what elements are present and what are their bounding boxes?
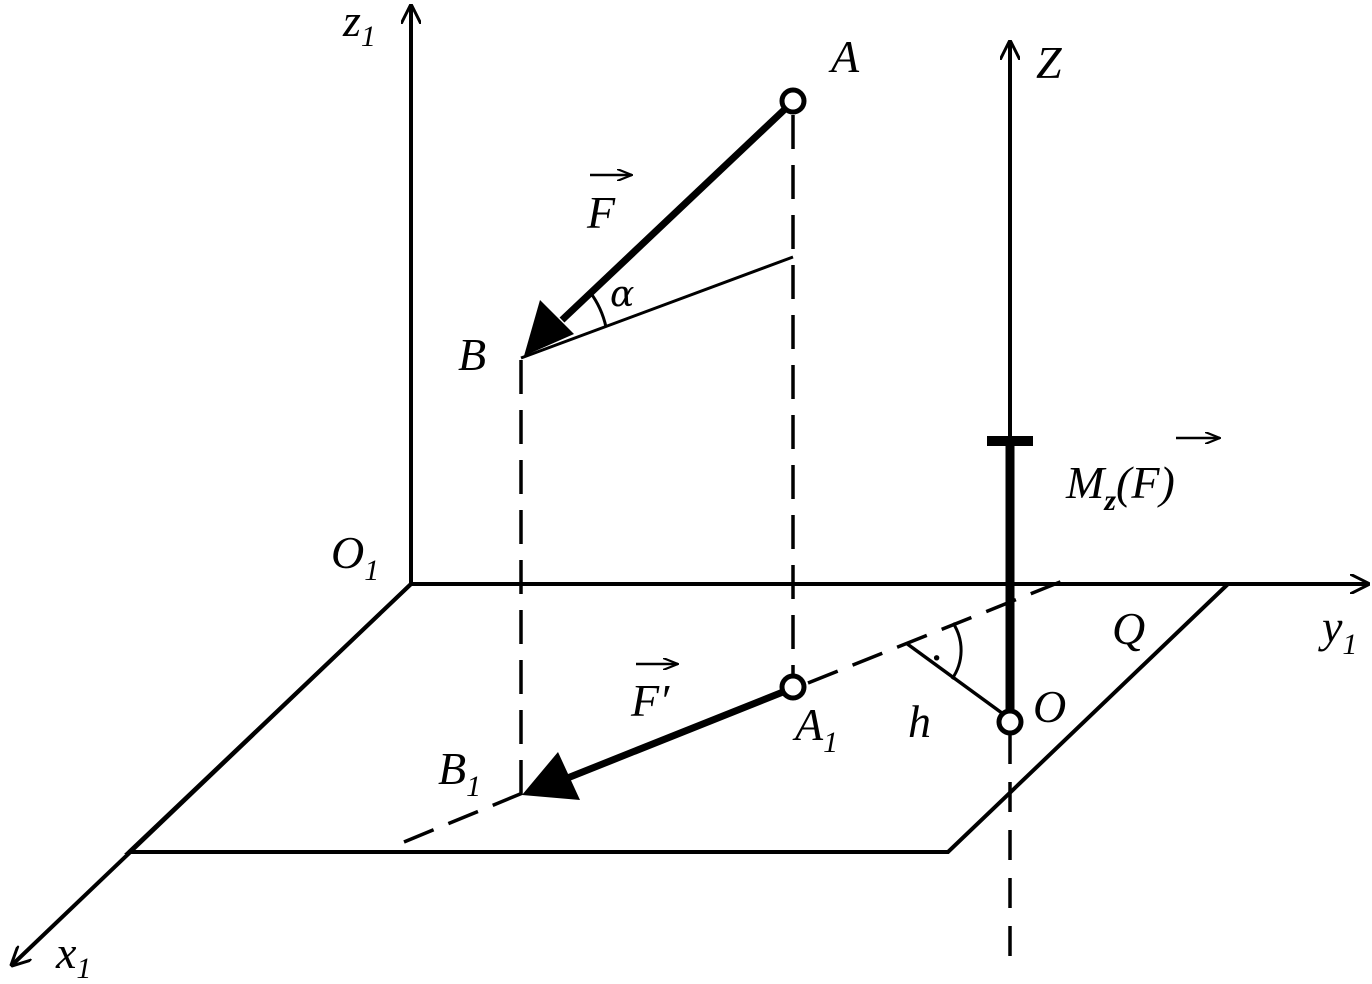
label-point-b1: B1 [438, 743, 481, 803]
label-angle-alpha: α [610, 274, 634, 315]
label-force-f: F [586, 175, 632, 238]
label-force-f-proj: F′ [630, 664, 678, 726]
label-x1: x1 [55, 927, 91, 984]
right-angle-dot: . [932, 619, 944, 670]
label-point-a: A [828, 31, 860, 82]
label-z: Z [1036, 37, 1062, 88]
line-of-action-lower [403, 790, 526, 844]
svg-text:F′: F′ [630, 675, 670, 726]
x1-axis [12, 582, 413, 965]
force-f-proj-arrowhead [522, 752, 580, 800]
force-f-proj-vector [563, 688, 785, 783]
label-point-o: O [1033, 681, 1066, 732]
point-a1-marker [779, 673, 807, 701]
label-point-a1: A1 [792, 699, 838, 759]
label-plane-q: Q [1112, 603, 1145, 654]
force-f-vector [559, 107, 787, 323]
label-arm-h: h [908, 696, 931, 747]
label-y1: y1 [1318, 601, 1357, 661]
horizontal-reference-line [520, 255, 794, 360]
label-o1: O1 [331, 527, 379, 587]
point-a-marker [779, 87, 807, 115]
angle-alpha-arc [588, 291, 608, 328]
svg-text:F: F [586, 187, 616, 238]
label-z1: z1 [342, 0, 376, 53]
point-o-marker [996, 708, 1024, 736]
label-point-b: B [458, 329, 486, 380]
label-moment-mz: Mz(F) [1065, 438, 1220, 517]
force-f-arrowhead [524, 300, 574, 356]
svg-text:Mz(F): Mz(F) [1065, 457, 1175, 517]
right-angle-arc [950, 622, 963, 680]
arm-h-line [904, 641, 1008, 718]
